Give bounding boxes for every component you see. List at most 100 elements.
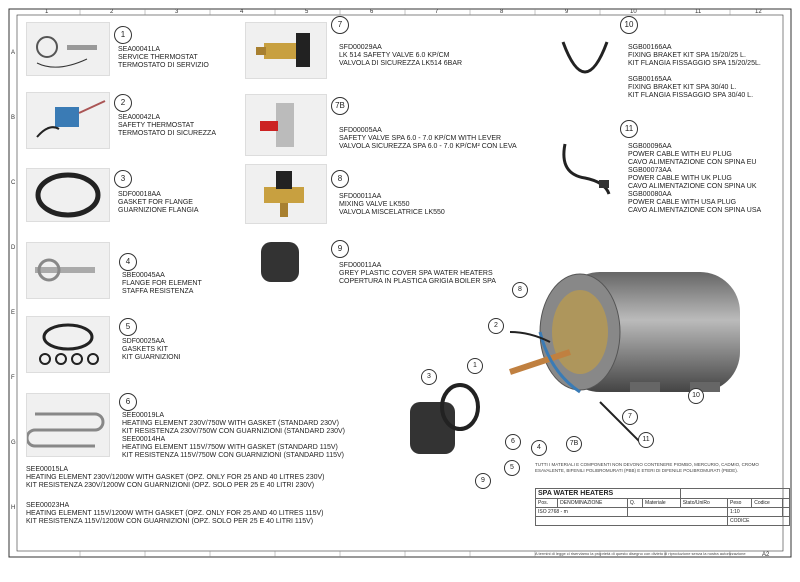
part-name-en: GASKET FOR FLANGE bbox=[118, 199, 193, 206]
callout-7b: 7B bbox=[566, 436, 582, 452]
sheet-size: A2 bbox=[762, 552, 770, 558]
safety-valve-lever-image bbox=[245, 94, 327, 156]
tolerance-standard: ISO 2768 - m bbox=[535, 507, 628, 517]
part-name-en: POWER CABLE WITH UK PLUG bbox=[628, 175, 732, 182]
ruler-label: G bbox=[11, 440, 16, 446]
part-code: SEA00041LA bbox=[118, 46, 161, 53]
part-name-en: HEATING ELEMENT 230V/750W WITH GASKET (S… bbox=[122, 420, 339, 427]
ruler-label: 4 bbox=[240, 9, 244, 15]
callout-5: 5 bbox=[504, 460, 520, 476]
ruler-label: H bbox=[11, 505, 16, 511]
ruler-label: F bbox=[11, 375, 15, 381]
part-name-en: FLANGE FOR ELEMENT bbox=[122, 280, 202, 287]
drawing-sheet: 1 2 3 4 5 6 7 8 9 10 11 12 A B C D E F G… bbox=[8, 8, 792, 558]
part-code: SEE00015LA bbox=[26, 466, 69, 473]
callout-7: 7 bbox=[622, 409, 638, 425]
column-header: Peso bbox=[726, 498, 753, 508]
part-number-badge: 7 bbox=[331, 16, 349, 34]
part-name-en: LK 514 SAFETY VALVE 6.0 Kp/cm bbox=[339, 52, 450, 59]
part-name-it: CAVO ALIMENTAZIONE CON SPINA UK bbox=[628, 183, 757, 190]
part-name-it: KIT FLANGIA FISSAGGIO SPA 15/20/25L. bbox=[628, 60, 761, 67]
part-number-badge: 11 bbox=[620, 120, 638, 138]
ruler-label: 3 bbox=[175, 9, 179, 15]
ruler-label: B bbox=[11, 115, 16, 121]
part-number-badge: 9 bbox=[331, 240, 349, 258]
part-number-badge: 4 bbox=[119, 253, 137, 271]
part-name-en: SERVICE THERMOSTAT bbox=[118, 54, 198, 61]
part-name-it: VALVOLA SICUREZZA SPA 6.0 - 7.0 Kp/cm² C… bbox=[339, 143, 517, 150]
drawing-notes: TUTTI I MATERIALI E COMPONENTI NON DEVON… bbox=[535, 462, 759, 473]
ruler-label: 2 bbox=[110, 9, 114, 15]
ruler-label: 10 bbox=[630, 9, 637, 15]
part-name-it: COPERTURA IN PLASTICA GRIGIA BOILER SPA bbox=[339, 278, 496, 285]
heating-element-image bbox=[25, 393, 110, 457]
part-name-en: FIXING BRAKET KIT SPA 30/40 L. bbox=[628, 84, 737, 91]
part-description: SFD00011AA MIXING VALVE LK550 VALVOLA MI… bbox=[339, 193, 445, 217]
part-code: SBE00045AA bbox=[122, 272, 165, 279]
ruler-label: E bbox=[11, 310, 16, 316]
part-code: SEE00023HA bbox=[26, 502, 70, 509]
part-number-badge: 10 bbox=[620, 16, 638, 34]
flange-gasket-image bbox=[26, 168, 110, 222]
service-thermostat-image bbox=[26, 22, 110, 76]
part-name-en: MIXING VALVE LK550 bbox=[339, 201, 410, 208]
ruler-label: C bbox=[11, 180, 16, 186]
column-header: Q. bbox=[626, 498, 644, 508]
part-name-it: KIT RESISTENZA 115V/750W CON GUARNIZIONI… bbox=[122, 452, 344, 459]
part-name-it: TERMOSTATO DI SERVIZIO bbox=[118, 62, 209, 69]
part-name-en: GASKETS KIT bbox=[122, 346, 168, 353]
part-code: SDF00018AA bbox=[118, 191, 161, 198]
callout-10: 10 bbox=[688, 388, 704, 404]
part-name-it: CAVO ALIMENTAZIONE CON SPINA EU bbox=[628, 159, 757, 166]
callout-1: 1 bbox=[467, 358, 483, 374]
part-name-en: POWER CABLE WITH EU PLUG bbox=[628, 151, 732, 158]
part-code: SFD00029AA bbox=[339, 44, 382, 51]
part-code: SGB00165AA bbox=[628, 76, 672, 83]
part-code: SGB00166AA bbox=[628, 44, 672, 51]
plastic-cover-image bbox=[255, 236, 305, 286]
ruler-label: A bbox=[11, 50, 16, 56]
part-description: SFD00029AA LK 514 SAFETY VALVE 6.0 Kp/cm… bbox=[339, 44, 462, 68]
part-number-badge: 3 bbox=[114, 170, 132, 188]
part-name-it: KIT RESISTENZA 230V/750W CON GUARNIZIONI… bbox=[122, 428, 346, 435]
part-number-badge: 7B bbox=[331, 97, 349, 115]
part-name-it: KIT FLANGIA FISSAGGIO SPA 30/40 L. bbox=[628, 92, 754, 99]
part-name-en: HEATING ELEMENT 115V/1200W WITH GASKET (… bbox=[26, 510, 324, 517]
part-number-badge: 5 bbox=[119, 318, 137, 336]
part-code: SEE00014HA bbox=[122, 436, 166, 443]
column-header: Codice bbox=[751, 498, 783, 508]
part-description: SEE00023HA HEATING ELEMENT 115V/1200W WI… bbox=[26, 502, 323, 526]
ruler-label: 1 bbox=[45, 9, 49, 15]
part-name-it: KIT GUARNIZIONI bbox=[122, 354, 181, 361]
part-code: SFD00005AA bbox=[339, 127, 382, 134]
part-code: SEA00042LA bbox=[118, 114, 161, 121]
part-name-en: FIXING BRAKET KIT SPA 15/20/25 L. bbox=[628, 52, 746, 59]
part-name-it: VALVOLA DI SICUREZZA LK514 6BAR bbox=[339, 60, 463, 67]
part-code: SFD00011AA bbox=[339, 262, 382, 269]
part-number-badge: 1 bbox=[114, 26, 132, 44]
part-code: SEE00019LA bbox=[122, 412, 165, 419]
gaskets-kit-image bbox=[26, 316, 110, 373]
ruler-label: D bbox=[11, 245, 16, 251]
part-code: SGB00073AA bbox=[628, 167, 672, 174]
callout-3: 3 bbox=[421, 369, 437, 385]
part-description: SEA00041LA SERVICE THERMOSTAT TERMOSTATO… bbox=[118, 46, 209, 70]
ruler-label: 8 bbox=[500, 9, 504, 15]
sheet-frame bbox=[8, 8, 792, 558]
part-name-en: SAFETY THERMOSTAT bbox=[118, 122, 195, 129]
ruler-label: 7 bbox=[435, 9, 439, 15]
fixing-bracket-image bbox=[555, 30, 615, 80]
part-description: SGB00096AA POWER CABLE WITH EU PLUG CAVO… bbox=[628, 143, 761, 215]
element-flange-image bbox=[26, 242, 110, 299]
mixing-valve-image bbox=[245, 164, 327, 224]
safety-thermostat-image bbox=[26, 92, 110, 149]
safety-valve-image bbox=[245, 22, 327, 79]
part-name-it: KIT RESISTENZA 115V/1200W CON GUARNIZION… bbox=[26, 518, 314, 525]
callout-6: 6 bbox=[505, 434, 521, 450]
part-description: SFD00011AA GREY PLASTIC COVER SPA WATER … bbox=[339, 262, 496, 286]
part-number-badge: 6 bbox=[119, 393, 137, 411]
part-name-it: STAFFA RESISTENZA bbox=[122, 288, 194, 295]
part-name-it: VALVOLA MISCELATRICE LK550 bbox=[339, 209, 445, 216]
callout-8: 8 bbox=[512, 282, 528, 298]
callout-9: 9 bbox=[475, 473, 491, 489]
